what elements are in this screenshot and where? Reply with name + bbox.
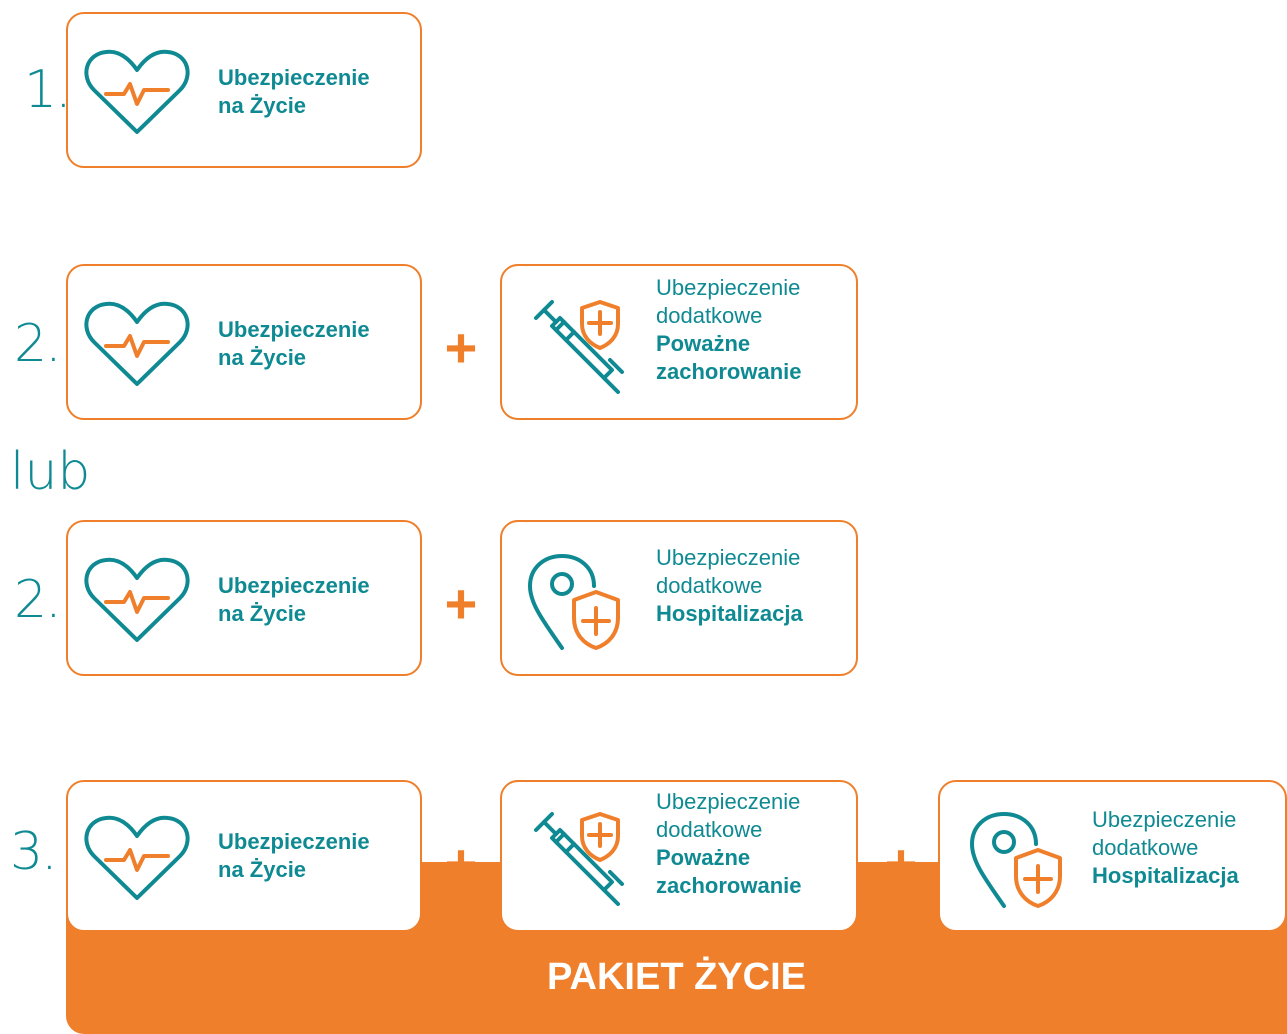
plus-sign: +: [884, 832, 918, 895]
row-number-1: 1.: [24, 60, 72, 120]
location-pin-shield-icon: [524, 552, 624, 657]
hospitalization-label: Ubezpieczenie dodatkowe Hospitalizacja: [1092, 807, 1239, 888]
life-insurance-card: Ubezpieczenie na Życie: [66, 520, 422, 676]
separator-label: lub: [10, 442, 91, 502]
life-insurance-card: Ubezpieczenie na Życie: [66, 12, 422, 168]
life-insurance-label: Ubezpieczenie na Życie: [218, 317, 370, 370]
plus-sign: +: [444, 572, 478, 635]
serious-illness-label: Ubezpieczenie dodatkowe Poważne zachorow…: [656, 275, 802, 384]
syringe-shield-icon: [526, 810, 626, 915]
serious-illness-card: Ubezpieczenie dodatkowe Poważne zachorow…: [500, 780, 858, 932]
package-title: PAKIET ŻYCIE: [547, 956, 806, 998]
location-pin-shield-icon: [966, 810, 1066, 915]
serious-illness-label: Ubezpieczenie dodatkowe Poważne zachorow…: [656, 789, 802, 898]
syringe-shield-icon: [526, 298, 626, 403]
hospitalization-card: Ubezpieczenie dodatkowe Hospitalizacja: [500, 520, 858, 676]
life-insurance-label: Ubezpieczenie na Życie: [218, 573, 370, 626]
row-number-3: 3.: [10, 822, 58, 882]
plus-sign: +: [444, 832, 478, 895]
row-number-2a: 2.: [14, 314, 62, 374]
plus-sign: +: [444, 316, 478, 379]
life-insurance-label: Ubezpieczenie na Życie: [218, 65, 370, 118]
heart-pulse-icon: [82, 298, 192, 395]
hospitalization-card: Ubezpieczenie dodatkowe Hospitalizacja: [938, 780, 1287, 932]
row-number-2b: 2.: [14, 570, 62, 630]
serious-illness-card: Ubezpieczenie dodatkowe Poważne zachorow…: [500, 264, 858, 420]
heart-pulse-icon: [82, 812, 192, 909]
heart-pulse-icon: [82, 554, 192, 651]
hospitalization-label: Ubezpieczenie dodatkowe Hospitalizacja: [656, 545, 803, 626]
life-insurance-card: Ubezpieczenie na Życie: [66, 780, 422, 932]
life-insurance-label: Ubezpieczenie na Życie: [218, 829, 370, 882]
heart-pulse-icon: [82, 46, 192, 143]
life-insurance-card: Ubezpieczenie na Życie: [66, 264, 422, 420]
